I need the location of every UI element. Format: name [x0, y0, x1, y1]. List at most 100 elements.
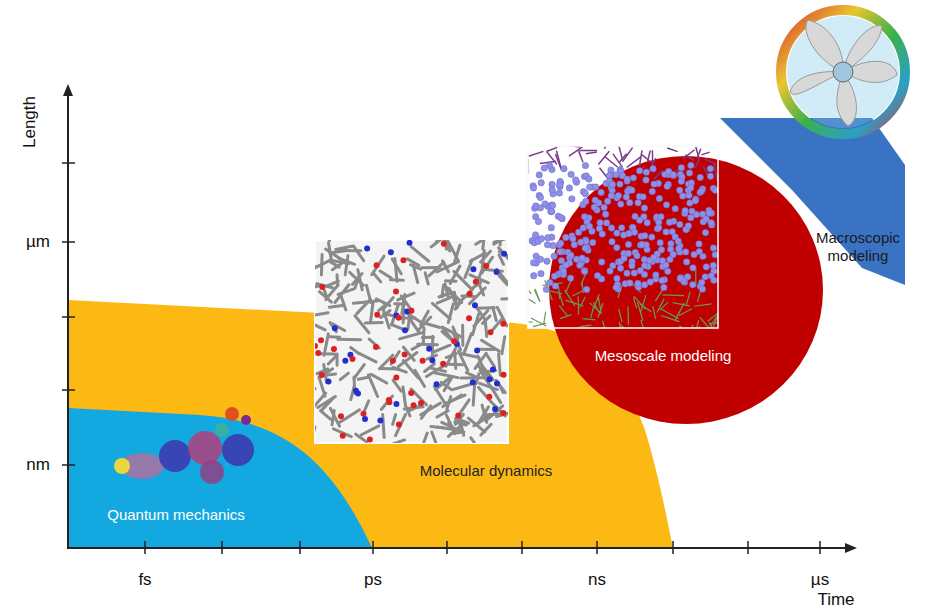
bead	[637, 267, 643, 273]
bond	[379, 304, 387, 311]
fiber	[661, 315, 679, 321]
bond	[479, 387, 492, 402]
fiber	[710, 322, 718, 324]
bead	[710, 245, 716, 251]
atom	[492, 406, 498, 412]
atom	[364, 245, 370, 251]
bead	[592, 184, 598, 190]
fiber	[594, 294, 599, 308]
bead	[598, 259, 604, 265]
bead	[551, 273, 557, 279]
bead	[568, 171, 574, 177]
fiber	[705, 159, 717, 164]
bond	[446, 354, 456, 358]
bead	[582, 268, 588, 274]
atom	[418, 400, 424, 406]
bead	[670, 251, 676, 257]
bead	[696, 241, 702, 247]
bead	[567, 275, 573, 281]
bond	[425, 273, 428, 284]
bond	[330, 251, 345, 253]
fiber	[641, 320, 644, 328]
bond	[432, 303, 450, 318]
bead	[569, 196, 575, 202]
bond	[446, 279, 457, 282]
fiber	[531, 318, 546, 326]
bead	[582, 191, 588, 197]
bead	[682, 207, 688, 213]
bond	[320, 411, 330, 420]
bead	[698, 188, 704, 194]
bond	[396, 414, 406, 435]
bead	[557, 240, 563, 246]
fiber	[657, 299, 664, 313]
atom	[470, 266, 476, 272]
bead	[615, 192, 621, 198]
bead	[601, 204, 607, 210]
bond	[472, 314, 478, 335]
atom	[400, 257, 406, 263]
bond	[449, 363, 463, 367]
bond	[483, 316, 490, 323]
atom	[350, 356, 356, 362]
bead	[535, 218, 541, 224]
bead	[658, 214, 664, 220]
bead	[657, 240, 663, 246]
bead	[541, 165, 547, 171]
bead	[548, 208, 554, 214]
bead	[586, 184, 592, 190]
atom	[429, 357, 435, 363]
bond	[403, 387, 405, 404]
bead	[690, 265, 696, 271]
bond	[323, 374, 336, 376]
fiber	[603, 321, 607, 328]
bead	[702, 274, 708, 280]
fiber	[560, 294, 564, 306]
bond	[425, 323, 440, 327]
bead	[643, 177, 649, 183]
bond	[393, 380, 401, 391]
bead	[602, 211, 608, 217]
bond	[345, 256, 348, 275]
bead	[675, 238, 681, 244]
atom	[451, 338, 457, 344]
axes	[67, 92, 848, 549]
bond	[439, 293, 451, 297]
bond	[341, 295, 346, 310]
atom	[494, 269, 500, 275]
bead	[530, 185, 536, 191]
bond	[330, 335, 340, 339]
bead	[594, 272, 600, 278]
bead	[635, 280, 641, 286]
fiber	[579, 150, 597, 152]
bead	[677, 275, 683, 281]
bead	[614, 230, 620, 236]
scale-region: Quantum mechanics	[107, 506, 245, 524]
bead	[608, 225, 614, 231]
bead	[707, 165, 713, 171]
bond	[393, 415, 396, 425]
atom	[441, 241, 447, 247]
bond	[357, 299, 371, 313]
bead	[706, 210, 712, 216]
tick-label: ns	[588, 570, 606, 590]
fiber	[627, 157, 641, 168]
atom	[319, 284, 325, 290]
atom	[325, 379, 331, 385]
atom	[426, 346, 432, 352]
bond	[393, 368, 406, 373]
bead	[712, 187, 718, 193]
bead	[649, 188, 655, 194]
bead	[629, 187, 635, 193]
fiber	[695, 160, 699, 168]
bead	[583, 286, 589, 292]
atom	[393, 401, 399, 407]
atom	[486, 394, 492, 400]
bead	[627, 199, 633, 205]
bond	[315, 286, 319, 292]
bead	[661, 284, 667, 290]
fiber	[619, 322, 621, 328]
fiber	[694, 304, 712, 306]
bond	[354, 365, 364, 379]
fiber	[700, 317, 713, 328]
